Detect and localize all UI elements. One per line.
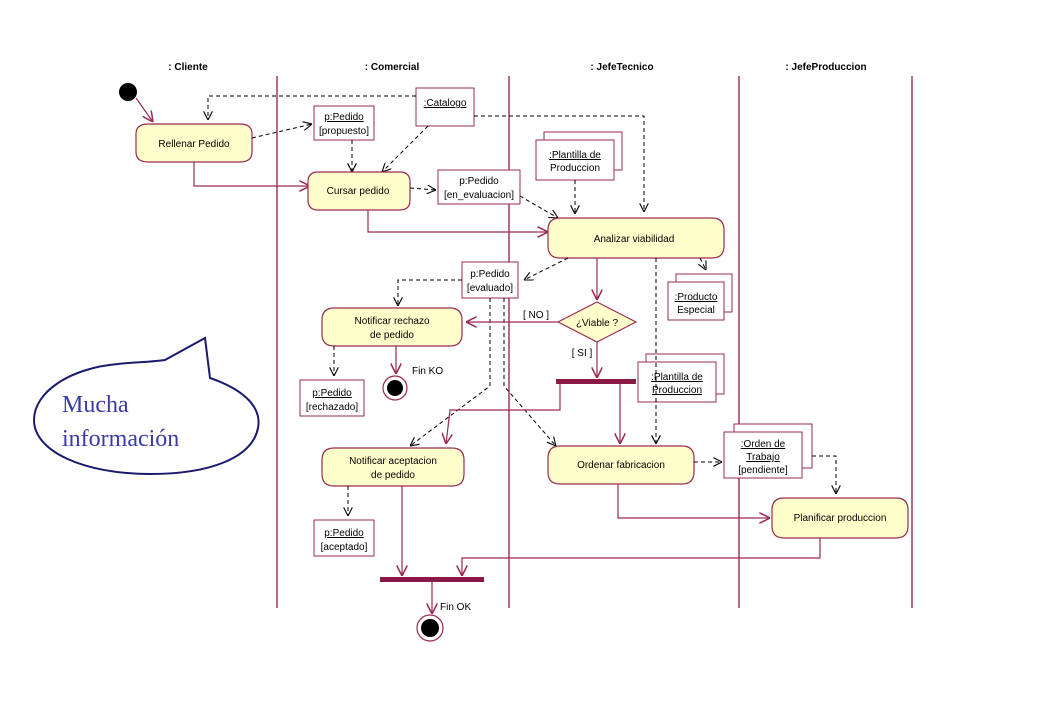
decision-label: ¿Viable ? <box>576 318 619 329</box>
activity-label: Rellenar Pedido <box>158 139 230 150</box>
object-label: :Orden de <box>741 439 786 450</box>
final-label-ok: Fin OK <box>440 602 471 613</box>
activity-label: Notificar aceptacion <box>349 456 437 467</box>
dependency-arrow <box>208 95 416 120</box>
lane-header-comercial: : Comercial <box>365 62 420 73</box>
object-label: Produccion <box>550 163 600 174</box>
guard-no: [ NO ] <box>523 310 549 321</box>
flow-arrow <box>367 210 548 232</box>
fork-bar <box>556 379 636 384</box>
dependency-arrow <box>503 298 556 446</box>
object-label: p:Pedido <box>459 176 499 187</box>
object-pedido-rechazado <box>299 379 365 417</box>
object-label: Trabajo <box>746 452 780 463</box>
initial-node <box>119 83 137 101</box>
dependency-arrow <box>398 279 462 306</box>
callout-line-1: Mucha <box>62 392 129 418</box>
object-plantilla-produccion-2 <box>637 361 717 403</box>
activity-label: Cursar pedido <box>327 186 390 197</box>
object-pedido-en-evaluacion <box>437 169 521 205</box>
object-label: p:Pedido <box>470 269 510 280</box>
guard-si: [ SI ] <box>572 348 593 359</box>
object-producto-especial <box>667 281 725 321</box>
join-bar <box>380 577 484 582</box>
flow-arrow <box>446 384 561 444</box>
dependency-arrow <box>251 124 312 139</box>
object-catalogo <box>415 87 475 127</box>
dependency-arrow <box>700 257 706 270</box>
dependency-arrow <box>382 125 429 172</box>
final-node-ok <box>421 619 439 637</box>
activity-label: de pedido <box>371 470 415 481</box>
dependency-arrow <box>410 298 491 446</box>
activity-cursar-pedido <box>307 171 411 211</box>
activity-label: Planificar produccion <box>794 513 887 524</box>
activity-ordenar-fabricacion <box>547 445 695 485</box>
dependency-arrow <box>409 188 436 190</box>
object-label: [en_evaluacion] <box>444 190 514 201</box>
speech-bubble <box>32 336 260 476</box>
flow-arrow <box>135 97 153 122</box>
object-label: [evaluado] <box>467 283 513 294</box>
object-label: [aceptado] <box>321 542 368 553</box>
activity-planificar-produccion <box>771 497 909 539</box>
dependency-arrow <box>519 195 558 218</box>
flow-arrow <box>193 162 310 186</box>
object-label: Produccion <box>652 385 702 396</box>
lane-header-cliente: : Cliente <box>168 62 208 73</box>
object-plantilla-produccion <box>535 139 615 181</box>
lane-header-jefeproduccion: : JefeProduccion <box>785 62 866 73</box>
activity-notificar-rechazo <box>321 307 463 347</box>
lane-header-jefetecnico: : JefeTecnico <box>590 62 653 73</box>
dependency-arrow <box>524 257 569 280</box>
activity-label: Ordenar fabricacion <box>577 460 665 471</box>
flow-arrow <box>617 484 770 518</box>
object-label: p:Pedido <box>324 112 364 123</box>
object-label: [propuesto] <box>319 126 369 137</box>
activity-label: de pedido <box>370 330 414 341</box>
object-label: [rechazado] <box>306 402 358 413</box>
final-node-ko <box>387 380 403 396</box>
final-label-ko: Fin KO <box>412 366 443 377</box>
callout-line-2: información <box>62 426 179 452</box>
activity-rellenar-pedido <box>135 123 253 163</box>
object-label: :Plantilla de <box>651 372 703 383</box>
object-label: p:Pedido <box>324 528 364 539</box>
activity-notificar-aceptacion <box>321 447 465 487</box>
object-orden-trabajo <box>723 431 803 479</box>
object-label: Especial <box>677 305 715 316</box>
object-pedido-aceptado <box>313 519 375 557</box>
dependency-arrow <box>812 455 836 494</box>
activity-label: Analizar viabilidad <box>594 234 675 245</box>
object-label: :Producto <box>675 292 718 303</box>
activity-label: Notificar rechazo <box>354 316 429 327</box>
flow-arrow <box>462 538 821 576</box>
object-label: :Plantilla de <box>549 150 601 161</box>
activity-analizar-viabilidad <box>547 217 725 259</box>
object-label: [pendiente] <box>738 465 788 476</box>
object-label: :Catalogo <box>424 98 467 109</box>
object-pedido-evaluado <box>461 261 519 299</box>
dependency-arrow <box>474 115 644 212</box>
object-label: p:Pedido <box>312 388 352 399</box>
object-pedido-propuesto <box>313 105 375 141</box>
